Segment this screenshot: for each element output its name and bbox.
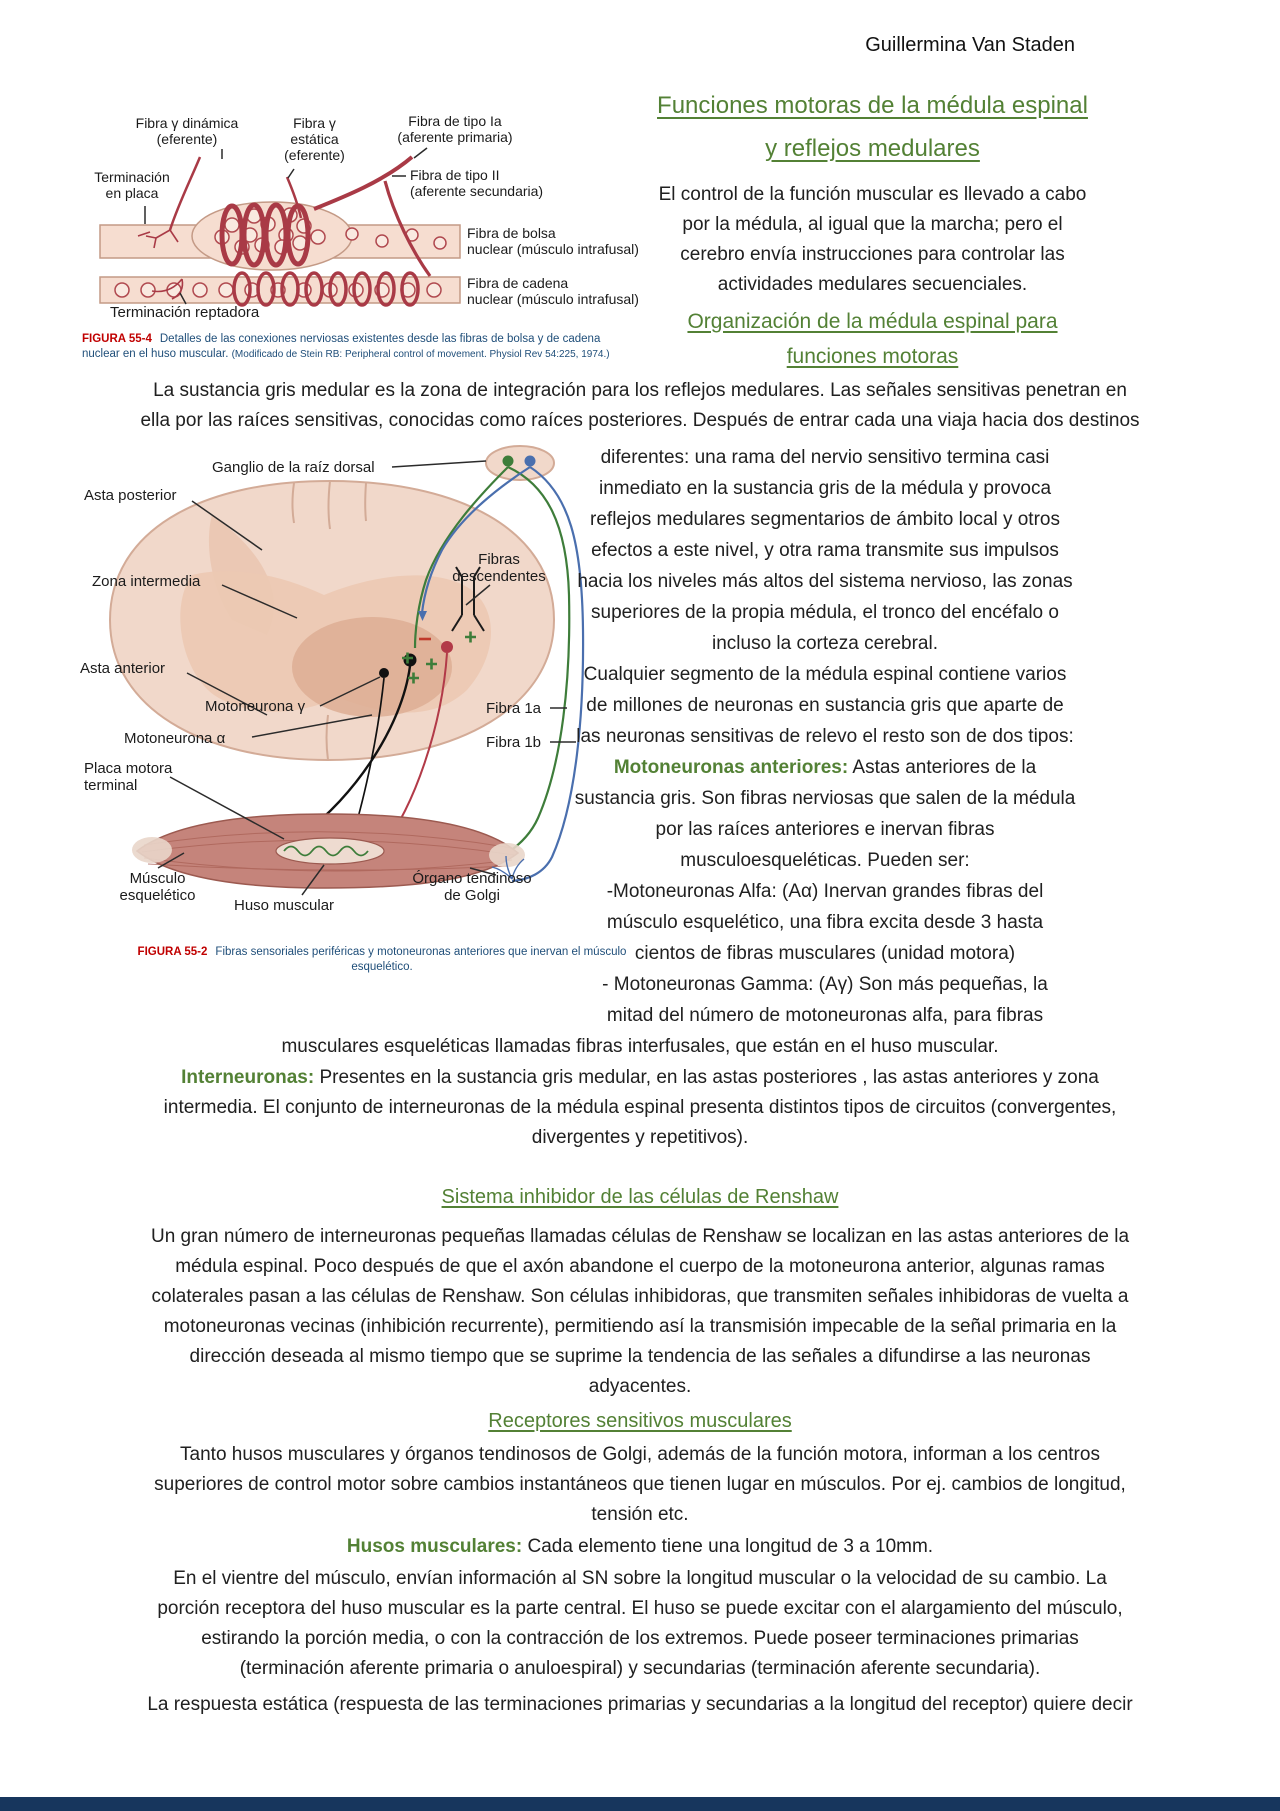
label-fibra-tipo-ii: Fibra de tipo II (aferente secundaria): [410, 167, 544, 199]
section-subtitle: Organización de la médula espinal para f…: [687, 310, 1058, 368]
figure-55-2-caption-text: Fibras sensoriales periféricas y motoneu…: [215, 946, 627, 973]
label-motoneurona-alfa: Motoneurona α: [124, 730, 226, 747]
label-motoneurona-gamma: Motoneurona γ: [205, 698, 306, 715]
tendon-end: [489, 843, 525, 867]
label-zona-intermedia: Zona intermedia: [92, 573, 201, 590]
label-fibra-gamma-dinamica: Fibra γ dinámica (eferente): [135, 115, 239, 147]
motoneuronas-anteriores-paragraph: Motoneuronas anteriores: Astas anteriore…: [535, 752, 1115, 876]
motoneuronas-anteriores-text: Astas anteriores de la sustancia gris. S…: [574, 757, 1076, 871]
nerve-fibers: [137, 155, 432, 300]
interneuronas-paragraph: Interneuronas: Presentes en la sustancia…: [60, 1063, 1220, 1153]
leader-lines: [157, 460, 576, 896]
motoneuronas-alfa-paragraph: -Motoneuronas Alfa: (Aα) Inervan grandes…: [606, 881, 1044, 964]
husos-musculares-lead: Husos musculares:: [346, 1536, 523, 1557]
label-fibra-1b: Fibra 1b: [486, 734, 542, 751]
label-fibra-tipo-ia: Fibra de tipo Ia (aferente primaria): [397, 113, 513, 145]
paragraph-fibras-interfusales: musculares esqueléticas llamadas fibras …: [281, 1036, 999, 1057]
respuesta-estatica-line: La respuesta estática (respuesta de las …: [147, 1694, 1133, 1715]
figure-55-2-tag: FIGURA 55-2: [137, 946, 208, 958]
leader-lines: [144, 147, 428, 305]
motoneuronas-gamma-paragraph: - Motoneuronas Gamma: (Aγ) Son más peque…: [602, 974, 1048, 1026]
descending-fibers-lines: [451, 566, 485, 632]
fissures: [291, 480, 367, 761]
label-fibra-bolsa-nuclear: Fibra de bolsa nuclear (músculo intrafus…: [467, 225, 639, 257]
label-terminacion-en-placa: Terminación en placa: [94, 169, 170, 201]
muscle-spindle-shape: [275, 837, 385, 865]
renshaw-paragraph: Un gran número de interneuronas pequeñas…: [150, 1226, 1130, 1397]
label-fibras-descendentes: Fibras descendentes: [452, 551, 546, 585]
spinal-cord-drawing: [108, 445, 585, 896]
label-organo-tendinoso-golgi: Órgano tendinoso de Golgi: [412, 870, 532, 904]
label-placa-motora-terminal: Placa motora terminal: [84, 760, 173, 794]
renshaw-heading: Sistema inhibidor de las células de Rens…: [441, 1186, 839, 1208]
label-ganglio-raiz-dorsal: Ganglio de la raíz dorsal: [212, 459, 375, 476]
plus-signs: [402, 631, 476, 684]
tendon-end: [132, 837, 172, 863]
author-name: Guillermina Van Staden: [865, 34, 1075, 56]
interneuronas-lead: Interneuronas:: [181, 1067, 315, 1088]
figure-55-2-caption: FIGURA 55-2 Fibras sensoriales periférica…: [62, 945, 702, 975]
figure-55-4-caption-text: Detalles de las conexiones nerviosas exi…: [82, 333, 601, 360]
receptores-paragraph: Tanto husos musculares y órganos tendino…: [154, 1444, 1126, 1525]
label-asta-anterior: Asta anterior: [80, 660, 166, 677]
label-asta-posterior: Asta posterior: [84, 487, 177, 504]
fiber-terminal: [418, 611, 427, 621]
husos-musculares-text: Cada elemento tiene una longitud de 3 a …: [522, 1536, 934, 1557]
label-terminacion-reptadora: Terminación reptadora: [110, 304, 260, 321]
label-fibra-gamma-estatica: Fibra γ estática (eferente): [284, 115, 345, 163]
muscle-spindle-drawing: [99, 147, 461, 307]
golgi-tendon-organ-shape: [491, 855, 525, 880]
paragraph-destinos: diferentes: una rama del nervio sensitiv…: [577, 447, 1073, 654]
figure-55-2: Ganglio de la raíz dorsal Asta posterior…: [62, 415, 702, 995]
intro-paragraph: El control de la función muscular es lle…: [658, 184, 1087, 295]
paragraph-segmentos: Cualquier segmento de la médula espinal …: [576, 664, 1074, 747]
spindle-coil: [283, 845, 369, 857]
label-musculo-esqueletico: Músculo esquelético: [119, 870, 196, 904]
ib-neuron-soma: [524, 455, 536, 467]
husos-detail-paragraph: En el vientre del músculo, envían inform…: [157, 1568, 1123, 1679]
label-fibra-1a: Fibra 1a: [486, 700, 542, 717]
figure-55-4-tag: FIGURA 55-4: [82, 333, 152, 345]
alpha-motoneuron-soma: [403, 653, 417, 667]
anterior-horn-shape: [292, 617, 452, 717]
motoneuronas-anteriores-lead: Motoneuronas anteriores:: [613, 757, 849, 778]
husos-musculares-line: Husos musculares: Cada elemento tiene un…: [60, 1532, 1220, 1562]
page-bottom-bar: [0, 1797, 1280, 1811]
label-fibra-cadena-nuclear: Fibra de cadena nuclear (músculo intrafu…: [467, 275, 639, 307]
interneuron-soma: [441, 641, 453, 653]
fiber-1b-blue: [420, 466, 585, 883]
chain-fiber-coils: [232, 271, 420, 307]
figure-55-4-caption-source: (Modificado de Stein RB: Peripheral cont…: [231, 349, 610, 360]
receptores-heading: Receptores sensitivos musculares: [488, 1410, 792, 1432]
label-huso-muscular: Huso muscular: [234, 897, 335, 914]
figure-55-4: Fibra γ dinámica (eferente) Fibra γ está…: [82, 85, 642, 385]
interneuronas-text: Presentes en la sustancia gris medular, …: [163, 1067, 1117, 1148]
ia-neuron-soma: [502, 455, 514, 467]
gamma-motoneuron-soma: [379, 668, 389, 678]
page-title: Funciones motoras de la médula espinal y…: [657, 92, 1088, 162]
paragraph-gray-matter: La sustancia gris medular es la zona de …: [140, 380, 1140, 431]
